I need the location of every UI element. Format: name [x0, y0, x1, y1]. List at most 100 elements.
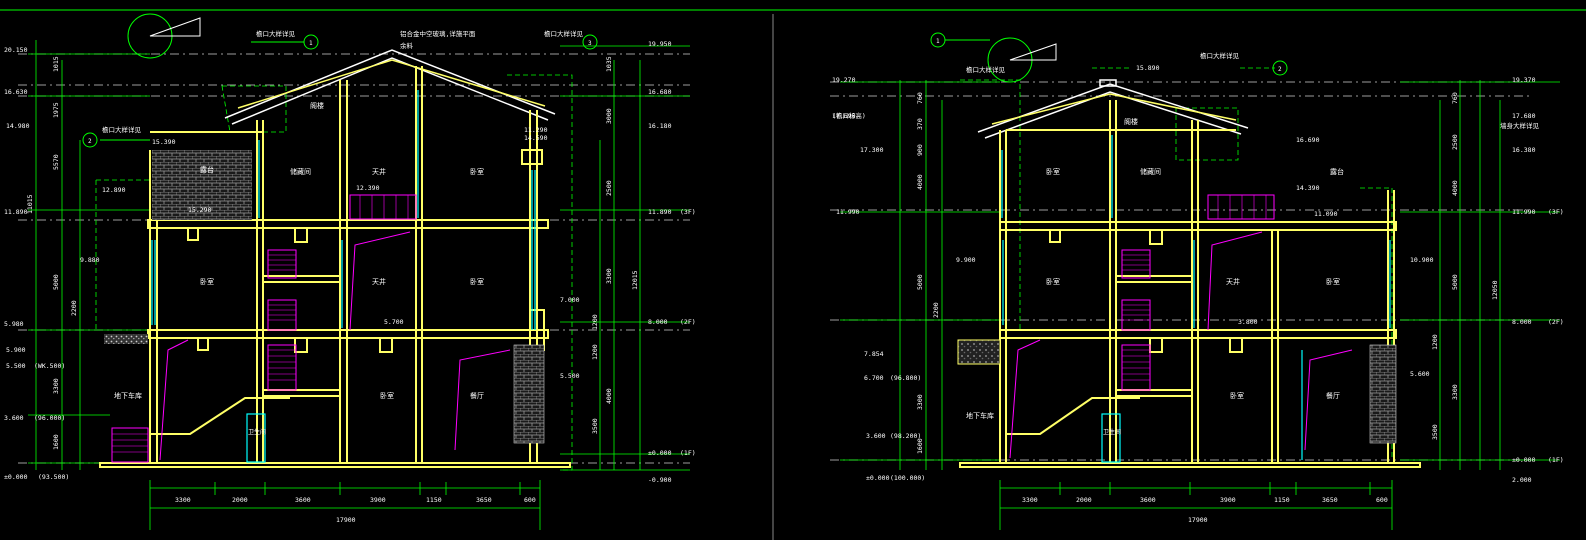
r-dim-right-7: 1200 — [1431, 334, 1439, 350]
r-floor-tag-1f: (1F) — [1548, 456, 1564, 464]
r-dim-bottom-6: 3650 — [1322, 496, 1338, 504]
dim-bottom-5: 1150 — [426, 496, 442, 504]
dim-bottom-4: 3900 — [370, 496, 386, 504]
r-note-eave-1: 檐口大样详见 — [966, 65, 1006, 74]
r-elev-right-4: 11.990 — [1512, 208, 1536, 216]
dim-right-3: 2500 — [605, 180, 613, 196]
right-stair-treads — [1122, 195, 1267, 381]
dim-left-2: 1975 — [52, 102, 60, 118]
grid-mark-1: 1 — [309, 40, 313, 47]
r-dim-left-3: 900 — [916, 144, 924, 156]
right-grid-lines — [830, 81, 1530, 461]
elev-right-9: -0.900 — [648, 476, 672, 484]
elev-inner-2: 15.290 — [188, 206, 212, 214]
r-room-bedroom-1f: 卧室 — [1230, 391, 1244, 400]
r-elev-left-5: 9.900 — [956, 256, 976, 264]
r-room-garage: 地下车库 — [966, 411, 994, 420]
r-dim-right-8: 12050 — [1491, 280, 1499, 300]
room-bedroom-2f-left: 卧室 — [200, 277, 214, 286]
r-dim-left-5: 5000 — [916, 274, 924, 290]
r-elev-left-9: ±0.000 — [866, 474, 890, 482]
paren-left-1: (WK.500) — [34, 362, 65, 370]
r-elev-left-4: 11.990 — [836, 208, 860, 216]
elev-right-7: 5.500 — [560, 372, 580, 380]
r-dim-bottom-4: 3900 — [1220, 496, 1236, 504]
r-note-wall-detail: 墙身大样详见 — [1500, 121, 1540, 130]
dim-bottom-7: 600 — [524, 496, 536, 504]
r-dim-left-4: 4000 — [916, 174, 924, 190]
r-floor-tag-2f: (2F) — [1548, 318, 1564, 326]
left-stairs — [111, 194, 511, 463]
r-room-bedroom-2f-left: 卧室 — [1046, 277, 1060, 286]
right-stairs — [1009, 194, 1353, 459]
dim-right-2: 3000 — [605, 108, 613, 124]
r-room-bedroom-2f-right: 卧室 — [1326, 277, 1340, 286]
r-dim-bottom-3: 3600 — [1140, 496, 1156, 504]
left-terrace-gravel — [104, 334, 148, 344]
r-dim-bottom-5: 1150 — [1274, 496, 1290, 504]
elev-left-1: 20.150 — [4, 46, 28, 54]
floor-tag-2f-left: (2F) — [680, 318, 696, 326]
dim-left-5: 5000 — [52, 274, 60, 290]
dim-right-9: 12015 — [631, 270, 639, 290]
elev-inner-3: 12.890 — [102, 186, 126, 194]
right-detail-markers — [930, 32, 1288, 76]
r-dim-left-1: 760 — [916, 92, 924, 104]
r-room-dining: 餐厅 — [1326, 391, 1340, 400]
right-glazing — [1001, 135, 1391, 463]
dim-left-1: 1015 — [52, 56, 60, 72]
r-dim-right-1: 760 — [1451, 92, 1459, 104]
r-elev-left-7: 6.700 — [864, 374, 884, 382]
room-atrium-2f: 天井 — [372, 277, 386, 286]
elev-left-9: 3.600 — [4, 414, 24, 422]
room-dining: 餐厅 — [470, 391, 484, 400]
r-dim-right-4: 5000 — [1451, 274, 1459, 290]
note-eave-detail-3: 檐口大样详见 — [544, 29, 584, 38]
r-dim-total: 17900 — [1188, 516, 1208, 524]
right-terrace-gravel — [957, 339, 1001, 365]
room-bedroom-3f: 卧室 — [470, 167, 484, 176]
right-brick-column — [1369, 344, 1397, 444]
r-elev-inner-1: 15.890 — [1136, 64, 1160, 72]
elev-left-4: 11.890 — [4, 208, 28, 216]
elev-left-7: 5.900 — [6, 346, 26, 354]
r-dim-right-3: 4000 — [1451, 180, 1459, 196]
right-north-arrow — [987, 37, 1057, 83]
dim-bottom-6: 3650 — [476, 496, 492, 504]
left-glazing — [151, 90, 536, 463]
elev-left-6: 5.980 — [4, 320, 24, 328]
dim-right-1: 1035 — [605, 56, 613, 72]
r-room-atrium: 天井 — [1226, 277, 1240, 286]
r-elev-inner-5: 3.800 — [1238, 318, 1258, 326]
r-dim-right-5: 3300 — [1451, 384, 1459, 400]
section-panel-right — [830, 32, 1560, 530]
dim-right-4: 3300 — [605, 268, 613, 284]
r-elev-left-1: 19.270 — [832, 76, 856, 84]
elev-inner-6: 14.590 — [524, 134, 548, 142]
r-room-attic: 阁楼 — [1124, 117, 1138, 126]
r-dim-bottom-1: 3300 — [1022, 496, 1038, 504]
r-elev-left-3: 17.300 — [860, 146, 884, 154]
r-elev-left-6: 7.854 — [864, 350, 884, 358]
room-storage: 储藏间 — [290, 167, 311, 176]
r-room-storage: 储藏间 — [1140, 167, 1161, 176]
r-paren-3: (98.200) — [890, 432, 921, 440]
dim-left-3: 5570 — [52, 154, 60, 170]
r-elev-inner-3: 14.390 — [1296, 184, 1320, 192]
room-attic: 阁楼 — [310, 101, 324, 110]
section-panel-left — [18, 13, 690, 530]
r-elev-inner-2: 16.690 — [1296, 136, 1320, 144]
room-atrium-3f: 天井 — [372, 167, 386, 176]
room-bedroom-1f: 卧室 — [380, 391, 394, 400]
note-remainder: 余料 — [400, 41, 414, 50]
r-elev-right-7: 5.600 — [1410, 370, 1430, 378]
elev-right-1: 19.950 — [648, 40, 672, 48]
r-dim-right-2: 2500 — [1451, 134, 1459, 150]
r-elev-right-9: 2.000 — [1512, 476, 1532, 484]
r-paren-1: (檐口标高) — [832, 111, 866, 120]
r-elev-left-2: 17.690 — [832, 112, 856, 120]
dim-bottom-2: 2000 — [232, 496, 248, 504]
elev-inner-4: 12.390 — [356, 184, 380, 192]
elev-right-4: 11.890 — [648, 208, 672, 216]
r-dim-left-6: 2200 — [932, 302, 940, 318]
